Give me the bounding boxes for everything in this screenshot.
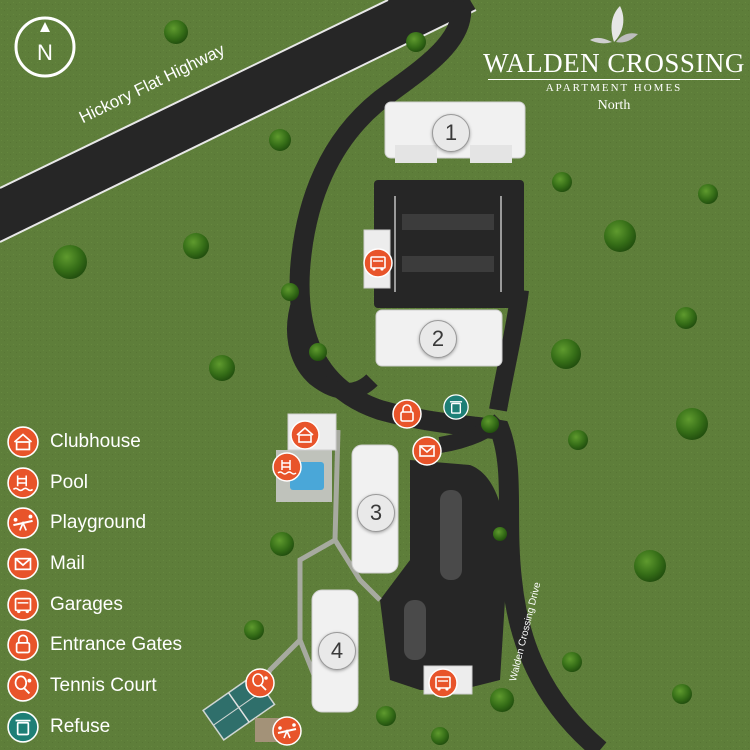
legend-label: Refuse: [50, 715, 111, 737]
parking-stripe: [394, 196, 396, 292]
walden-crossing-drive-road: [289, 0, 607, 750]
parking-stripe: [500, 196, 502, 292]
entrance-gate-marker[interactable]: [392, 399, 422, 429]
walking-path: [332, 538, 382, 602]
building-number-4: 4: [318, 632, 356, 670]
playground-marker[interactable]: [272, 716, 302, 746]
brand-area: North: [597, 98, 631, 113]
garage-marker[interactable]: [363, 248, 393, 278]
highway-edge-line: [0, 9, 477, 243]
clubhouse-icon: [7, 426, 39, 458]
brand-subtitle: APARTMENT HOMES: [545, 82, 683, 94]
map-legend: Clubhouse Pool Playground: [7, 424, 207, 750]
legend-label: Mail: [50, 553, 85, 575]
pool-marker[interactable]: [272, 452, 302, 482]
building-number-2: 2: [419, 320, 457, 358]
building-number-3: 3: [357, 494, 395, 532]
legend-item-entrance-gates: Entrance Gates: [7, 627, 207, 668]
garage-marker[interactable]: [428, 668, 458, 698]
playground-icon: [7, 507, 39, 540]
pool-icon: [7, 466, 39, 499]
legend-item-garages: Garages: [7, 587, 207, 628]
legend-label: Pool: [50, 471, 89, 493]
refuse-icon: [7, 711, 39, 743]
highway-edge-line: [0, 0, 389, 189]
compass-letter: N: [37, 40, 53, 65]
legend-label: Tennis Court: [50, 675, 157, 697]
highway-road: [0, 0, 476, 242]
refuse-marker[interactable]: [443, 394, 469, 420]
brand-divider: [488, 79, 740, 80]
mail-icon: [7, 548, 39, 580]
tennis-court-marker[interactable]: [245, 668, 275, 698]
north-parking-lot: [374, 180, 524, 308]
turnaround-road: [287, 297, 378, 400]
legend-item-playground: Playground: [7, 505, 207, 546]
brand-logo: WALDEN CROSSING APARTMENT HOMES North: [480, 0, 748, 118]
parking-island: [402, 214, 494, 230]
legend-label: Playground: [50, 512, 147, 534]
mail-marker[interactable]: [412, 436, 442, 466]
legend-label: Clubhouse: [50, 431, 141, 452]
parking-island: [440, 490, 462, 580]
legend-item-pool: Pool: [7, 465, 207, 506]
gate-lock-icon: [7, 629, 39, 662]
clubhouse-marker[interactable]: [290, 420, 320, 450]
legend-label: Entrance Gates: [50, 634, 183, 656]
parking-island: [402, 256, 494, 272]
brand-name: WALDEN CROSSING: [483, 48, 745, 78]
garage-icon: [7, 589, 39, 621]
leaf-logo-icon: [590, 6, 638, 44]
building-number-1: 1: [432, 114, 470, 152]
legend-item-refuse: Refuse: [7, 709, 207, 750]
north-compass-icon: N: [14, 16, 76, 78]
legend-item-mail: Mail: [7, 546, 207, 587]
parking-island: [404, 600, 426, 660]
tennis-icon: [7, 670, 39, 702]
legend-label: Garages: [50, 593, 123, 615]
legend-item-tennis-court: Tennis Court: [7, 668, 207, 709]
legend-item-clubhouse: Clubhouse: [7, 424, 207, 465]
trees: [53, 20, 718, 745]
